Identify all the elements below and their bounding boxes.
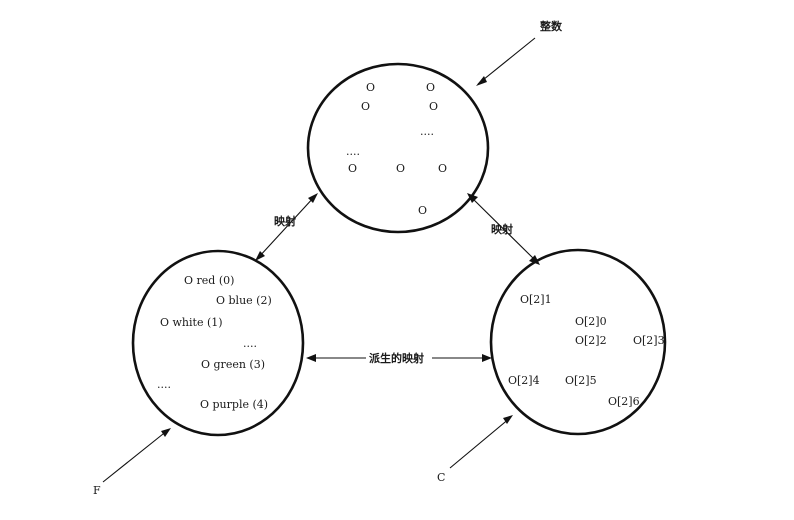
left-mapping-arrowhead [255,251,265,261]
color-element: O green (3) [201,358,265,371]
integer-ellipsis: .... [346,145,360,158]
array-element: O[2]2 [575,334,607,347]
integer-element: O [426,81,435,94]
right-mapping-label: 映射 [491,222,513,236]
C-pointer-arrowhead [503,415,513,424]
color-element: O white (1) [160,316,223,329]
F-pointer-arrowhead [161,428,171,437]
array-element: O[2]0 [575,315,607,328]
right-mapping-line [469,195,538,263]
color-element: O purple (4) [200,398,268,411]
integer-element: O [429,100,438,113]
derived-mapping-label: 派生的映射 [369,351,424,365]
integers-label: 整数 [539,19,563,33]
derived-mapping-arrowhead [306,354,316,362]
integer-ellipsis: .... [420,125,434,138]
array-element: O[2]5 [565,374,597,387]
integer-element: O [418,204,427,217]
color-element: O red (0) [184,274,234,287]
color-ellipsis: .... [157,378,171,391]
C-pointer-line [449,417,511,469]
left-mapping-label: 映射 [274,214,296,228]
F-pointer-line [102,429,169,483]
integer-element: O [366,81,375,94]
array-element: O[2]3 [633,334,665,347]
derived-mapping-arrowhead [482,354,492,362]
integer-element: O [396,162,405,175]
integer-set-circle [306,62,490,234]
right-mapping-arrowhead [529,255,540,265]
color-set-circle [131,249,305,437]
left-mapping-line [257,195,316,259]
integers-pointer-line [477,37,536,85]
integer-element: O [361,100,370,113]
left-mapping-arrowhead [308,193,318,203]
C-label: C [437,471,445,484]
F-label: F [93,484,101,497]
integers-pointer-arrowhead [476,76,487,86]
integer-element: O [438,162,447,175]
right-mapping-arrowhead [467,193,478,203]
color-element: O blue (2) [216,294,272,307]
integer-element: O [348,162,357,175]
array-element: O[2]4 [508,374,540,387]
array-element: O[2]6 [608,395,640,408]
array-element: O[2]1 [520,293,552,306]
color-ellipsis: .... [243,337,257,350]
array-set-circle [489,248,667,436]
